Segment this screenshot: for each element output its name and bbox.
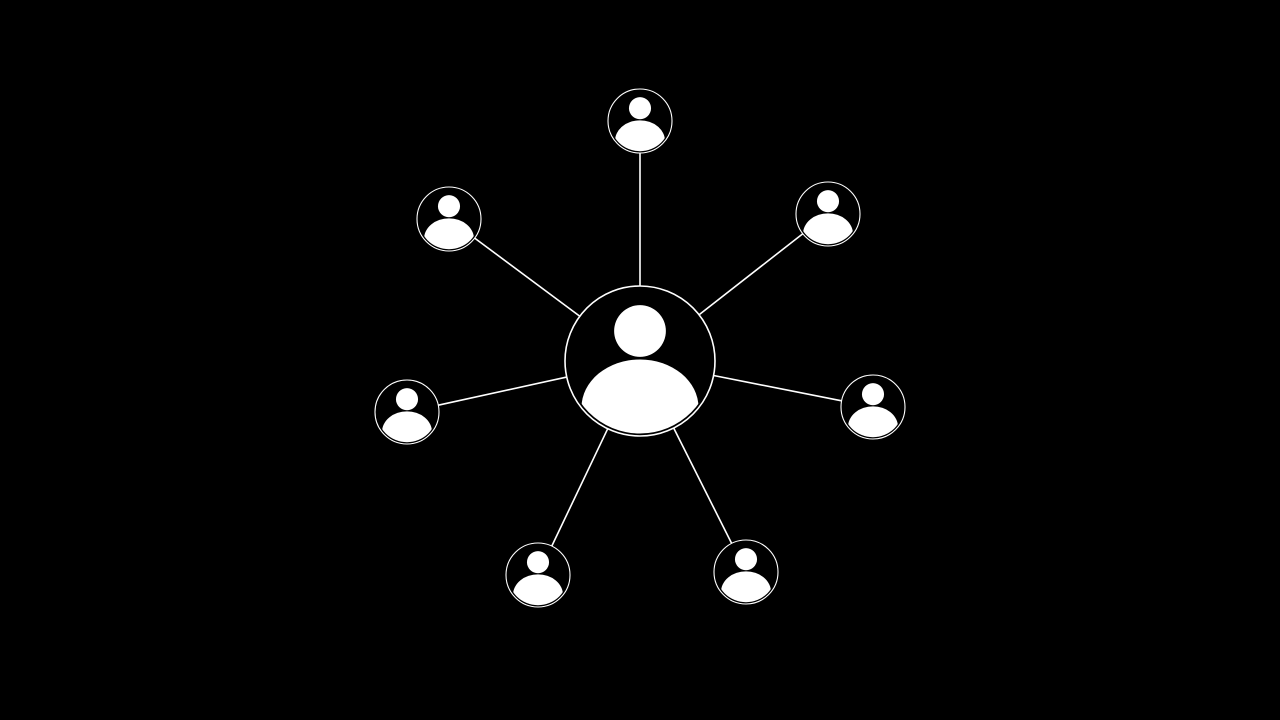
connection-line-bottom-right (672, 427, 733, 544)
user-node (505, 542, 571, 608)
user-body (848, 406, 898, 438)
connection-line-top-right (698, 233, 804, 316)
connection-line-bottom-left (551, 428, 609, 547)
user-node (713, 539, 779, 605)
user-head (816, 190, 840, 213)
user-body (424, 218, 474, 250)
connection-lines (438, 153, 842, 547)
user-head (734, 548, 758, 571)
user-node (840, 374, 906, 440)
user-node (416, 186, 482, 252)
user-node (374, 379, 440, 445)
user-head (861, 383, 885, 406)
user-head (526, 551, 550, 574)
user-body (721, 571, 771, 603)
connection-line-left (438, 376, 567, 406)
connection-line-top-left (474, 237, 581, 317)
user-node (607, 88, 673, 154)
user-body (803, 213, 853, 245)
connection-line-right (713, 374, 842, 402)
user-head (437, 195, 461, 218)
user-head (395, 388, 419, 411)
user-head (614, 305, 666, 357)
user-body (382, 411, 432, 443)
user-body (513, 574, 563, 606)
user-head (628, 97, 652, 120)
user-node (795, 181, 861, 247)
center-user-node (564, 285, 716, 437)
